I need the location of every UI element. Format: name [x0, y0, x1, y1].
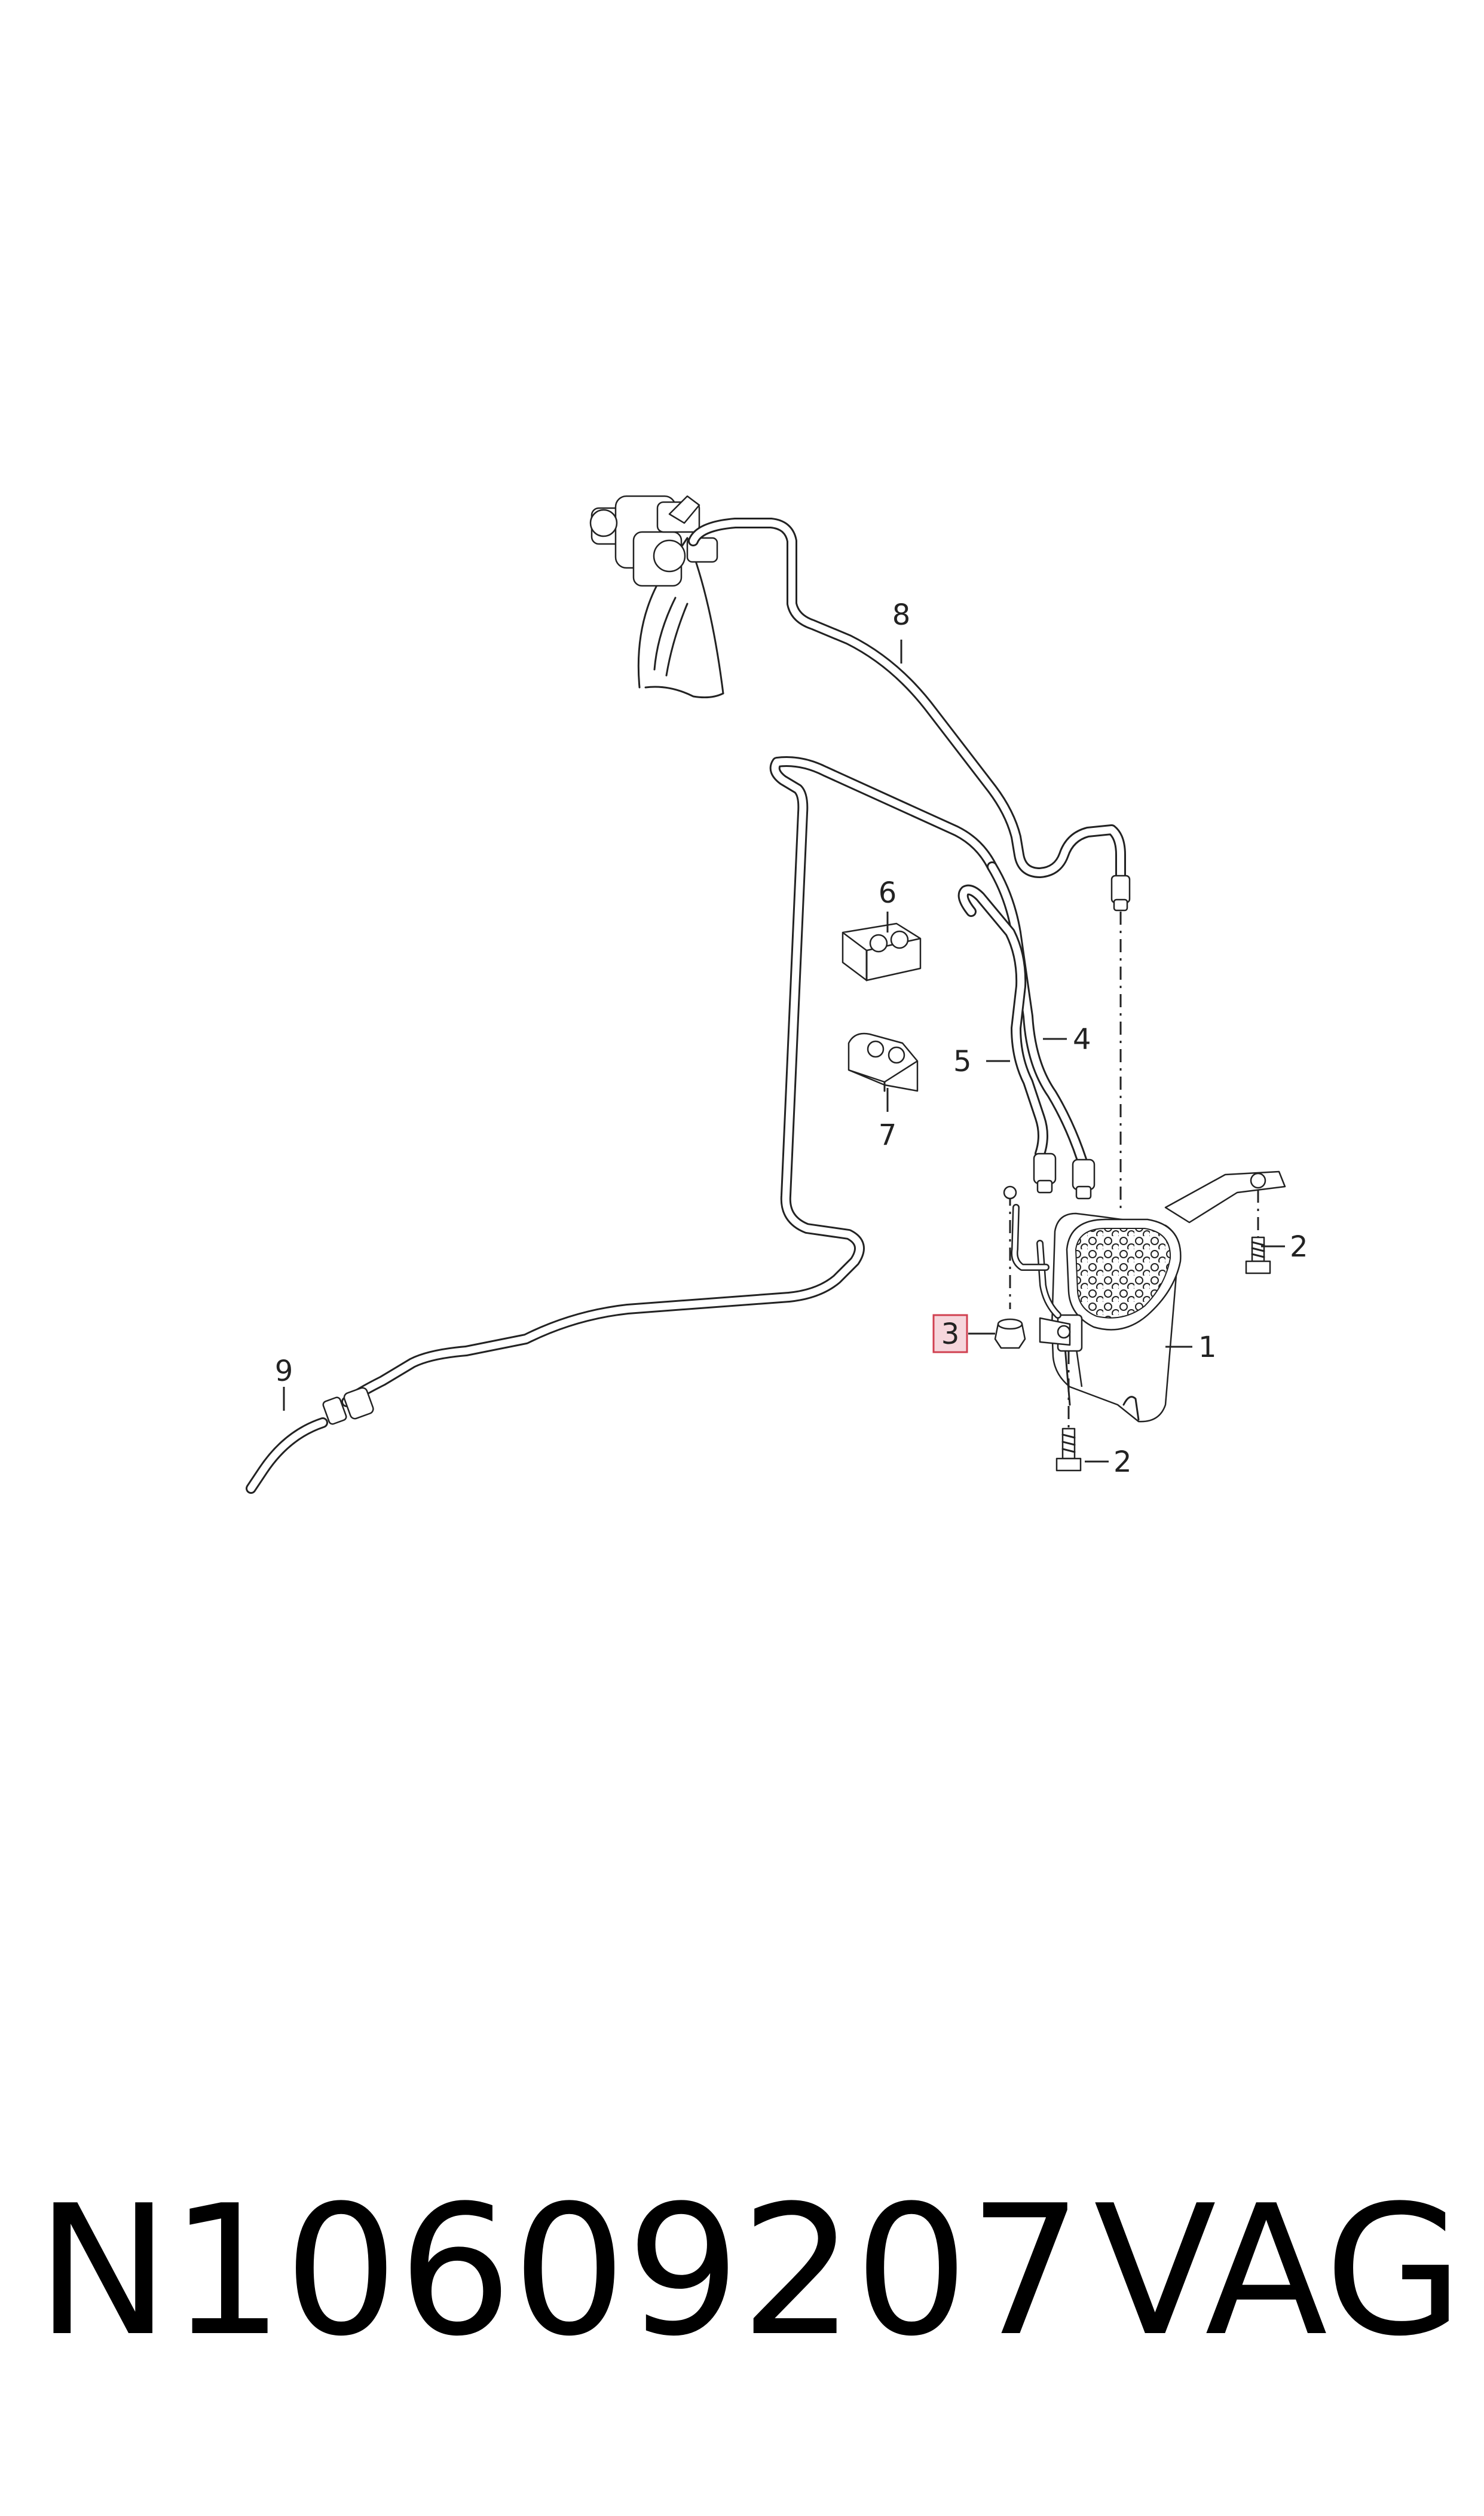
fuel-pipe-5 [957, 884, 1048, 1159]
clip-7-drawing [847, 1032, 919, 1092]
callout-6[interactable]: 6 [879, 876, 897, 910]
fuel-pipe-8 [688, 518, 1131, 1213]
callout-8[interactable]: 8 [892, 598, 911, 632]
brand-name: VAG [1094, 2167, 1464, 2376]
screw-2-lower [1055, 1351, 1082, 1472]
callout-4[interactable]: 4 [1073, 1023, 1091, 1056]
footer: N10609207 VAG [0, 2176, 1484, 2367]
part-number: N10609207 [36, 2167, 1083, 2376]
canister-1-drawing [1011, 1170, 1286, 1423]
fuel-pipe-9-end [246, 1387, 374, 1494]
callout-5[interactable]: 5 [953, 1045, 972, 1078]
callout-2-upper[interactable]: 2 [1290, 1230, 1308, 1264]
leader-lines [283, 640, 1285, 1463]
clip-6-drawing [842, 922, 922, 982]
pump-assembly-drawing [589, 495, 724, 699]
callout-2-lower[interactable]: 2 [1113, 1445, 1132, 1479]
callout-3[interactable]: 3 [941, 1317, 960, 1351]
screw-2-upper [1245, 1190, 1271, 1274]
fuel-pipe-long [341, 756, 1087, 1407]
nut-3-drawing [994, 1185, 1026, 1349]
pipe-fittings [1033, 1152, 1096, 1200]
callout-1[interactable]: 1 [1198, 1331, 1217, 1364]
callout-7[interactable]: 7 [879, 1118, 897, 1152]
callout-3-highlight [932, 1314, 968, 1353]
callout-9[interactable]: 9 [275, 1355, 293, 1388]
